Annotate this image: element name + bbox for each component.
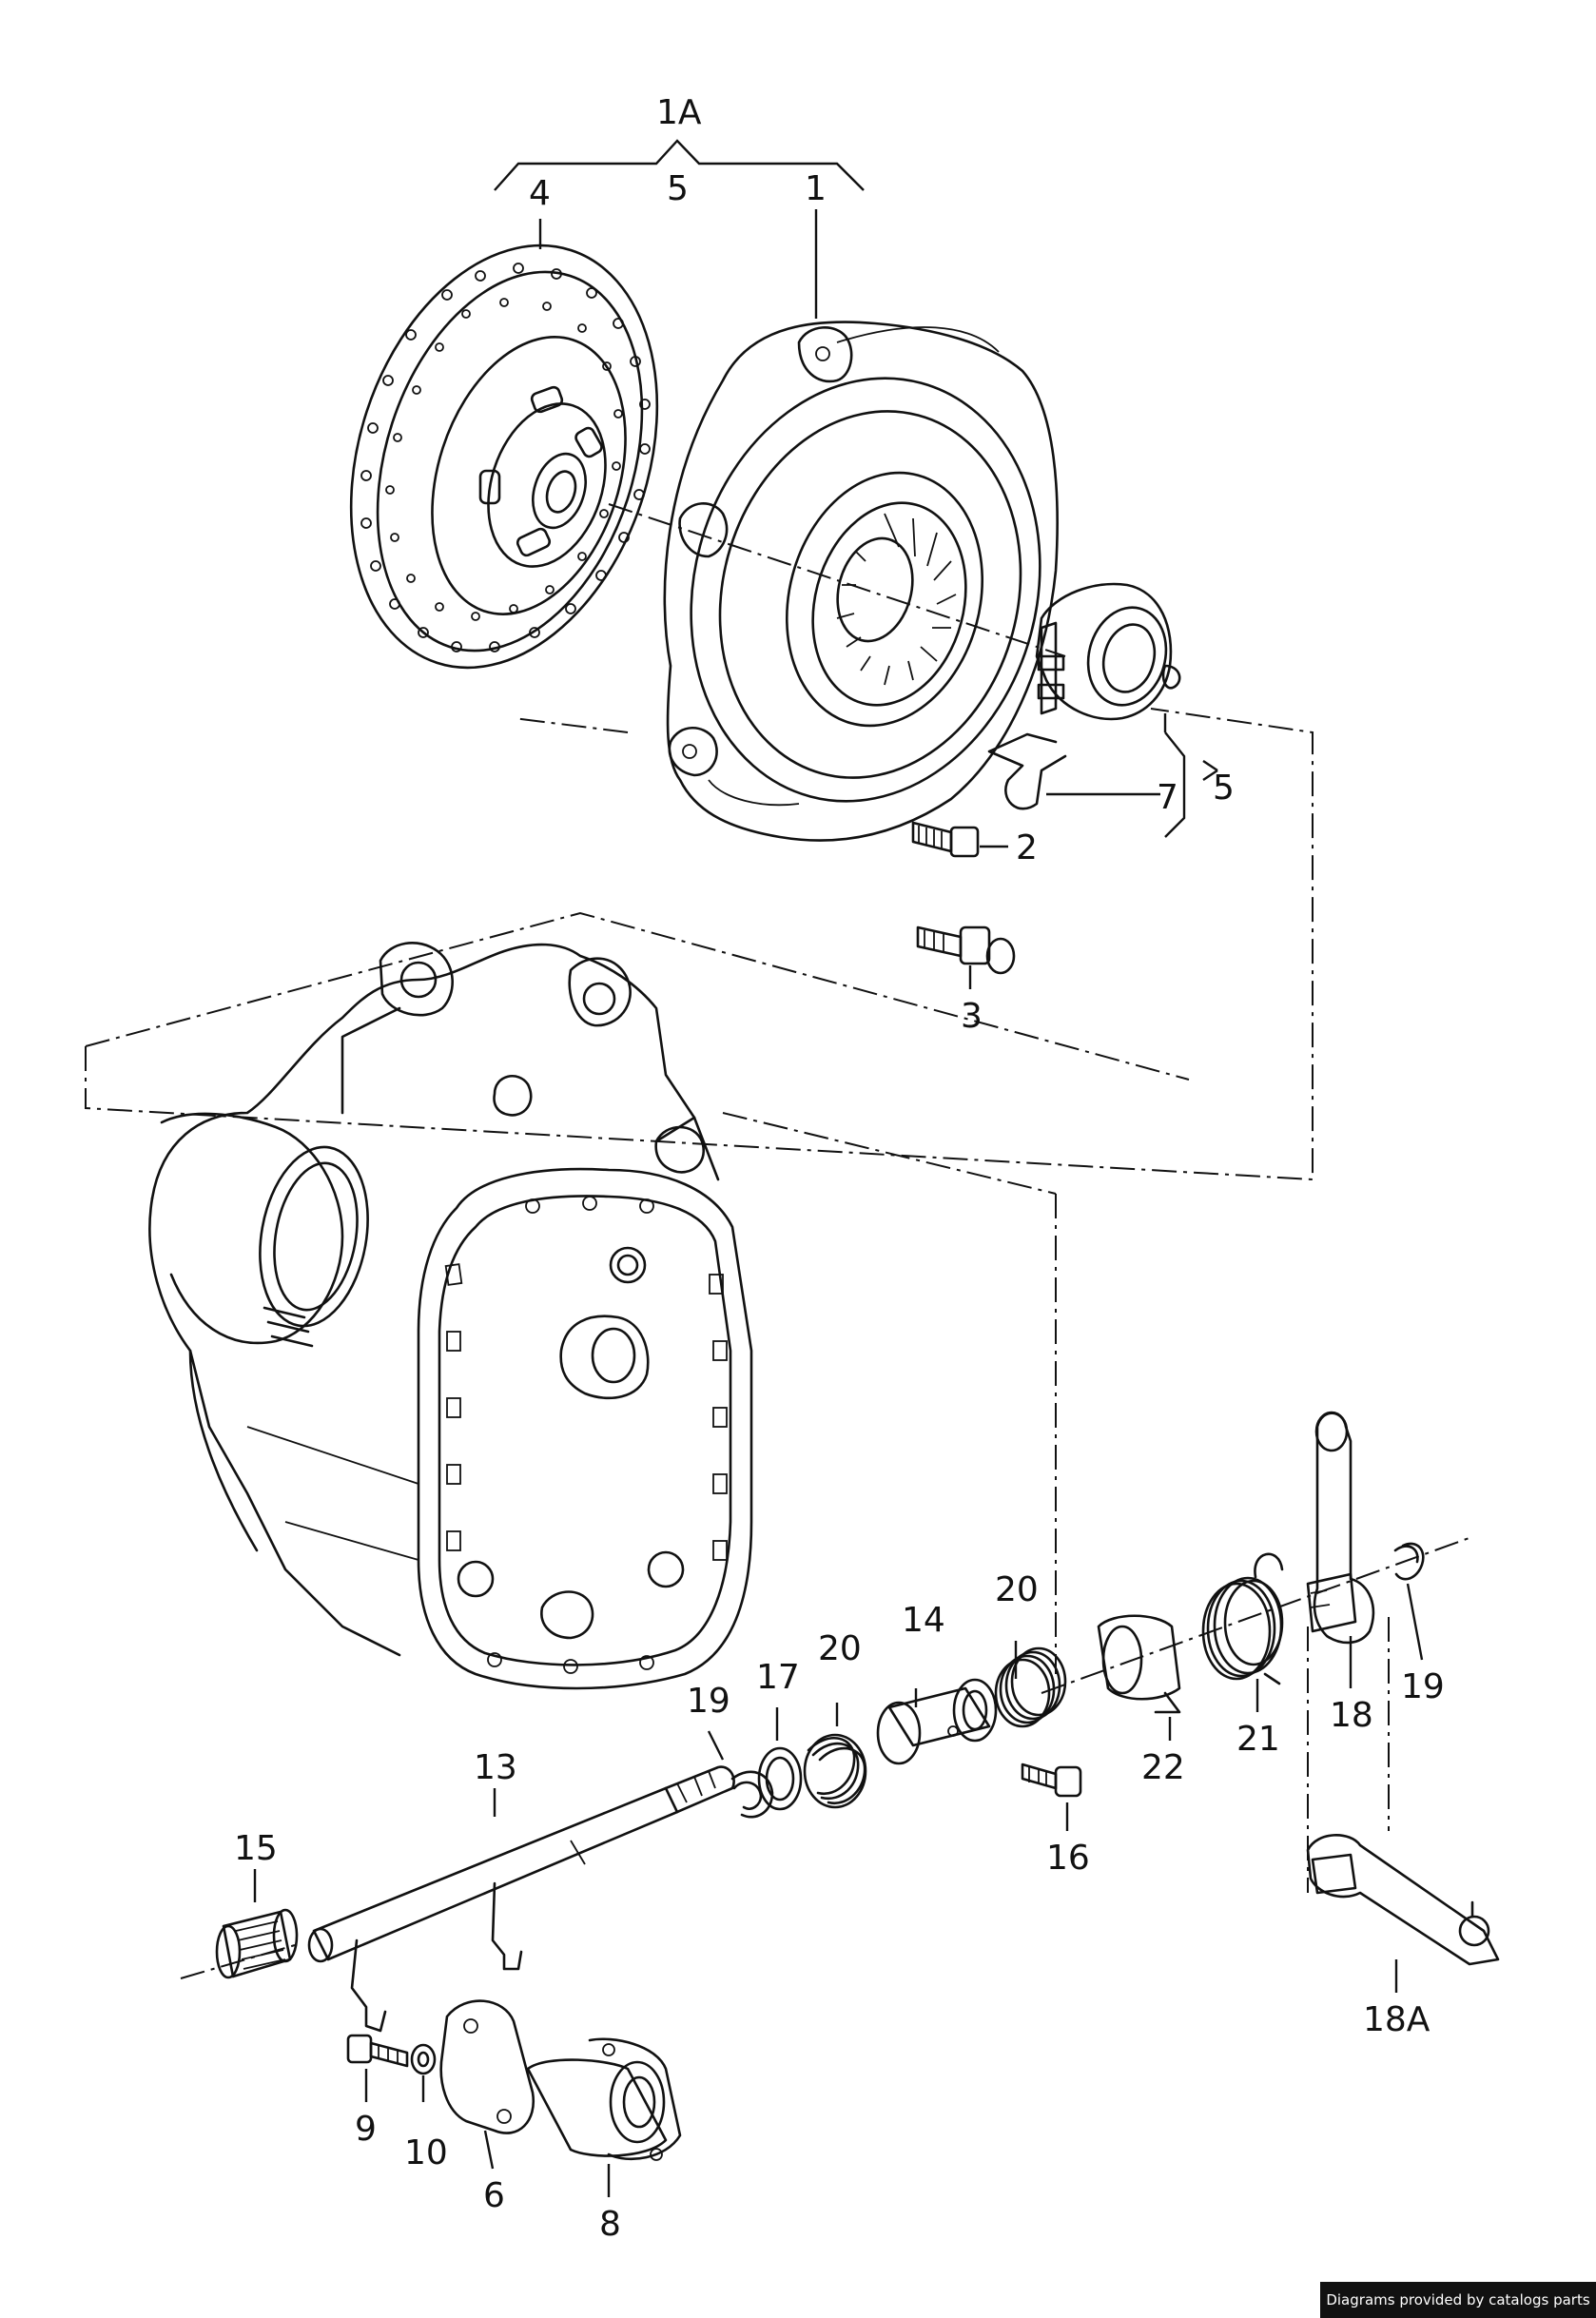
spring-20-left [803, 1733, 867, 1809]
label-10: 10 [404, 2133, 448, 2172]
label-20-right: 20 [995, 1570, 1039, 1609]
label-9: 9 [355, 2110, 377, 2149]
bracket-5-right [1163, 713, 1186, 838]
bushing [215, 1908, 299, 1979]
leader-lines [253, 209, 1424, 2197]
gasket-6 [439, 1999, 535, 2134]
callout-labels: 1A 4 5 1 7 5 2 3 20 14 20 17 19 13 16 22… [234, 93, 1445, 2244]
release-bearing [1035, 582, 1181, 721]
return-spring-21 [1201, 1552, 1284, 1685]
label-6: 6 [483, 2176, 505, 2215]
clutch-disc [349, 243, 659, 670]
label-20-left: 20 [818, 1629, 862, 1668]
circlip-19-right [1393, 1542, 1425, 1581]
bolt-2 [911, 821, 980, 858]
bolt-9 [346, 2034, 409, 2068]
circlip-19-left [730, 1770, 774, 1819]
label-16: 16 [1046, 1839, 1090, 1878]
label-4: 4 [529, 174, 551, 213]
bolt-3 [916, 925, 1016, 975]
spring-20-right [994, 1646, 1067, 1728]
release-shaft [307, 1765, 735, 2033]
label-8: 8 [599, 2205, 621, 2244]
label-5-top: 5 [667, 169, 689, 208]
guide-sleeve-8 [526, 2037, 682, 2161]
label-18: 18 [1330, 1696, 1373, 1735]
label-19-left: 19 [687, 1682, 730, 1721]
label-17: 17 [756, 1658, 800, 1697]
bracket-1A [494, 139, 865, 191]
label-5-right: 5 [1213, 769, 1235, 808]
label-15: 15 [234, 1829, 278, 1868]
label-13: 13 [474, 1748, 517, 1787]
credit-badge: Diagrams provided by catalogs parts [1320, 2282, 1596, 2318]
bushing-22 [1097, 1614, 1181, 1714]
bolt-16 [1021, 1763, 1082, 1798]
label-18A: 18A [1363, 2000, 1431, 2039]
label-14: 14 [902, 1601, 945, 1640]
washer-17 [757, 1746, 803, 1811]
label-21: 21 [1236, 1720, 1280, 1759]
gasket-bolt-holes [444, 1196, 728, 1674]
label-7: 7 [1157, 778, 1178, 817]
sleeve-14 [876, 1678, 998, 1765]
release-lever-18A [1306, 1834, 1500, 1966]
pressure-plate [663, 321, 1059, 842]
bracket-7-5 [1202, 760, 1218, 781]
label-1A: 1A [656, 93, 702, 132]
release-lever-18 [1306, 1411, 1375, 1645]
transmission-housing [148, 942, 753, 1690]
friction-rivets [360, 263, 651, 653]
label-19-right: 19 [1401, 1667, 1445, 1706]
label-3: 3 [961, 997, 983, 1036]
label-22: 22 [1141, 1748, 1185, 1787]
retaining-clip [987, 732, 1067, 810]
label-2: 2 [1016, 828, 1038, 867]
label-1: 1 [805, 169, 827, 208]
washer-10 [410, 2043, 437, 2075]
